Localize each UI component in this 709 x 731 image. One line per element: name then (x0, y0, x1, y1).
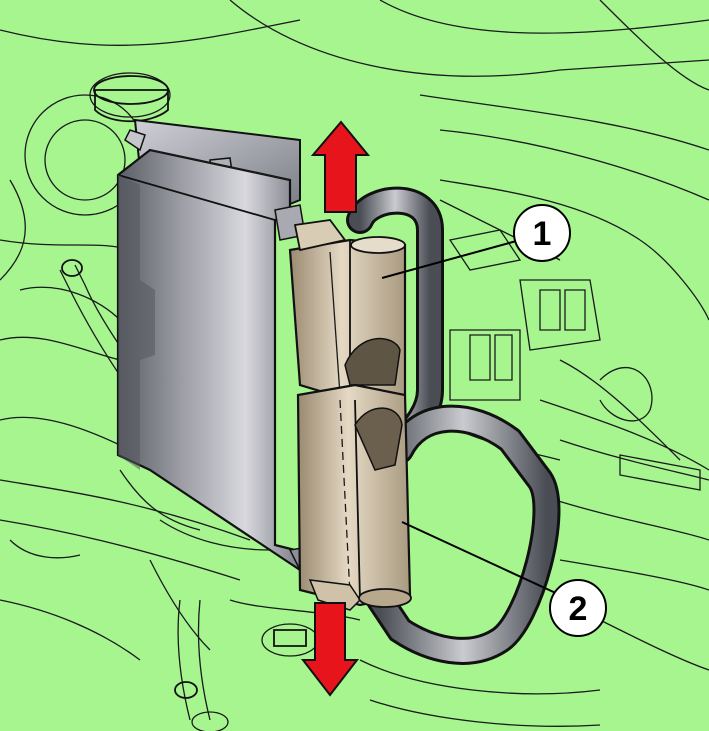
callout-2-leader (401, 521, 561, 596)
connector-1 (288, 219, 407, 402)
pull-up-arrow (310, 120, 371, 213)
pull-down-arrow (300, 602, 360, 697)
connector-2 (296, 383, 412, 611)
callout-2: 2 (549, 579, 607, 637)
callout-1-label: 1 (533, 215, 552, 253)
callout-2-label: 2 (569, 590, 588, 628)
callout-1-leader (381, 239, 521, 279)
callout-1: 1 (513, 204, 571, 262)
control-module (116, 118, 321, 576)
